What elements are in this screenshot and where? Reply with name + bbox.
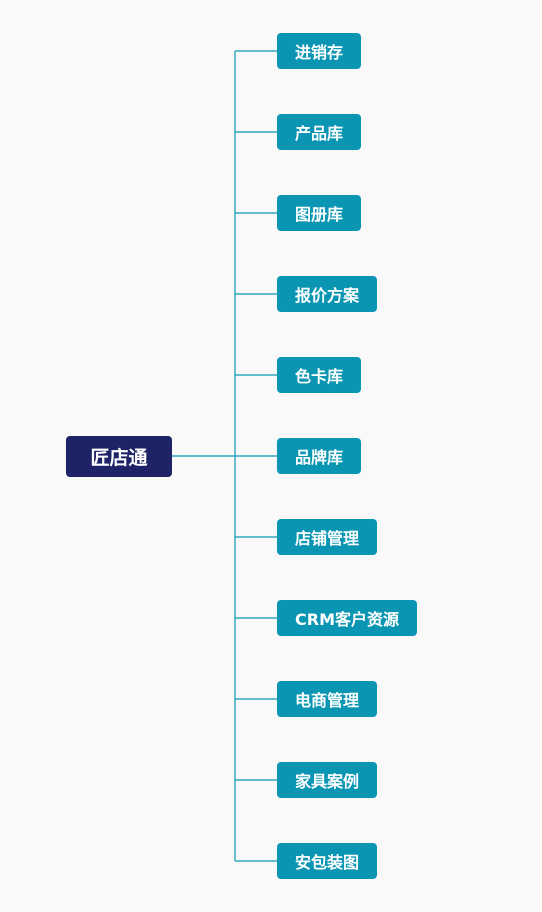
child-node-label: 店铺管理 — [295, 529, 360, 548]
child-node-label: 品牌库 — [295, 448, 344, 467]
child-node-label: 报价方案 — [295, 286, 360, 305]
child-node-label: 安包装图 — [295, 853, 360, 872]
child-node-label: 产品库 — [295, 124, 344, 143]
root-node-label: 匠店通 — [90, 447, 148, 469]
child-node-brand-library[interactable]: 品牌库 — [277, 438, 362, 474]
child-node-installation-diagram[interactable]: 安包装图 — [277, 843, 378, 879]
child-node-label: 家具案例 — [295, 772, 360, 791]
child-node-product-library[interactable]: 产品库 — [277, 114, 362, 150]
child-node-color-card[interactable]: 色卡库 — [277, 357, 362, 393]
child-node-store-management[interactable]: 店铺管理 — [277, 519, 378, 555]
root-node[interactable]: 匠店通 — [66, 436, 172, 477]
child-node-ecommerce[interactable]: 电商管理 — [277, 681, 378, 717]
child-node-label: 进销存 — [295, 43, 344, 62]
child-node-label: CRM客户资源 — [295, 610, 399, 629]
child-node-inventory[interactable]: 进销存 — [277, 33, 362, 69]
child-node-label: 电商管理 — [295, 691, 360, 710]
child-node-album-library[interactable]: 图册库 — [277, 195, 362, 231]
child-node-label: 色卡库 — [295, 367, 344, 386]
child-node-quotation[interactable]: 报价方案 — [277, 276, 378, 312]
child-node-label: 图册库 — [295, 205, 344, 224]
child-node-crm[interactable]: CRM客户资源 — [277, 600, 417, 636]
child-node-furniture-cases[interactable]: 家具案例 — [277, 762, 378, 798]
